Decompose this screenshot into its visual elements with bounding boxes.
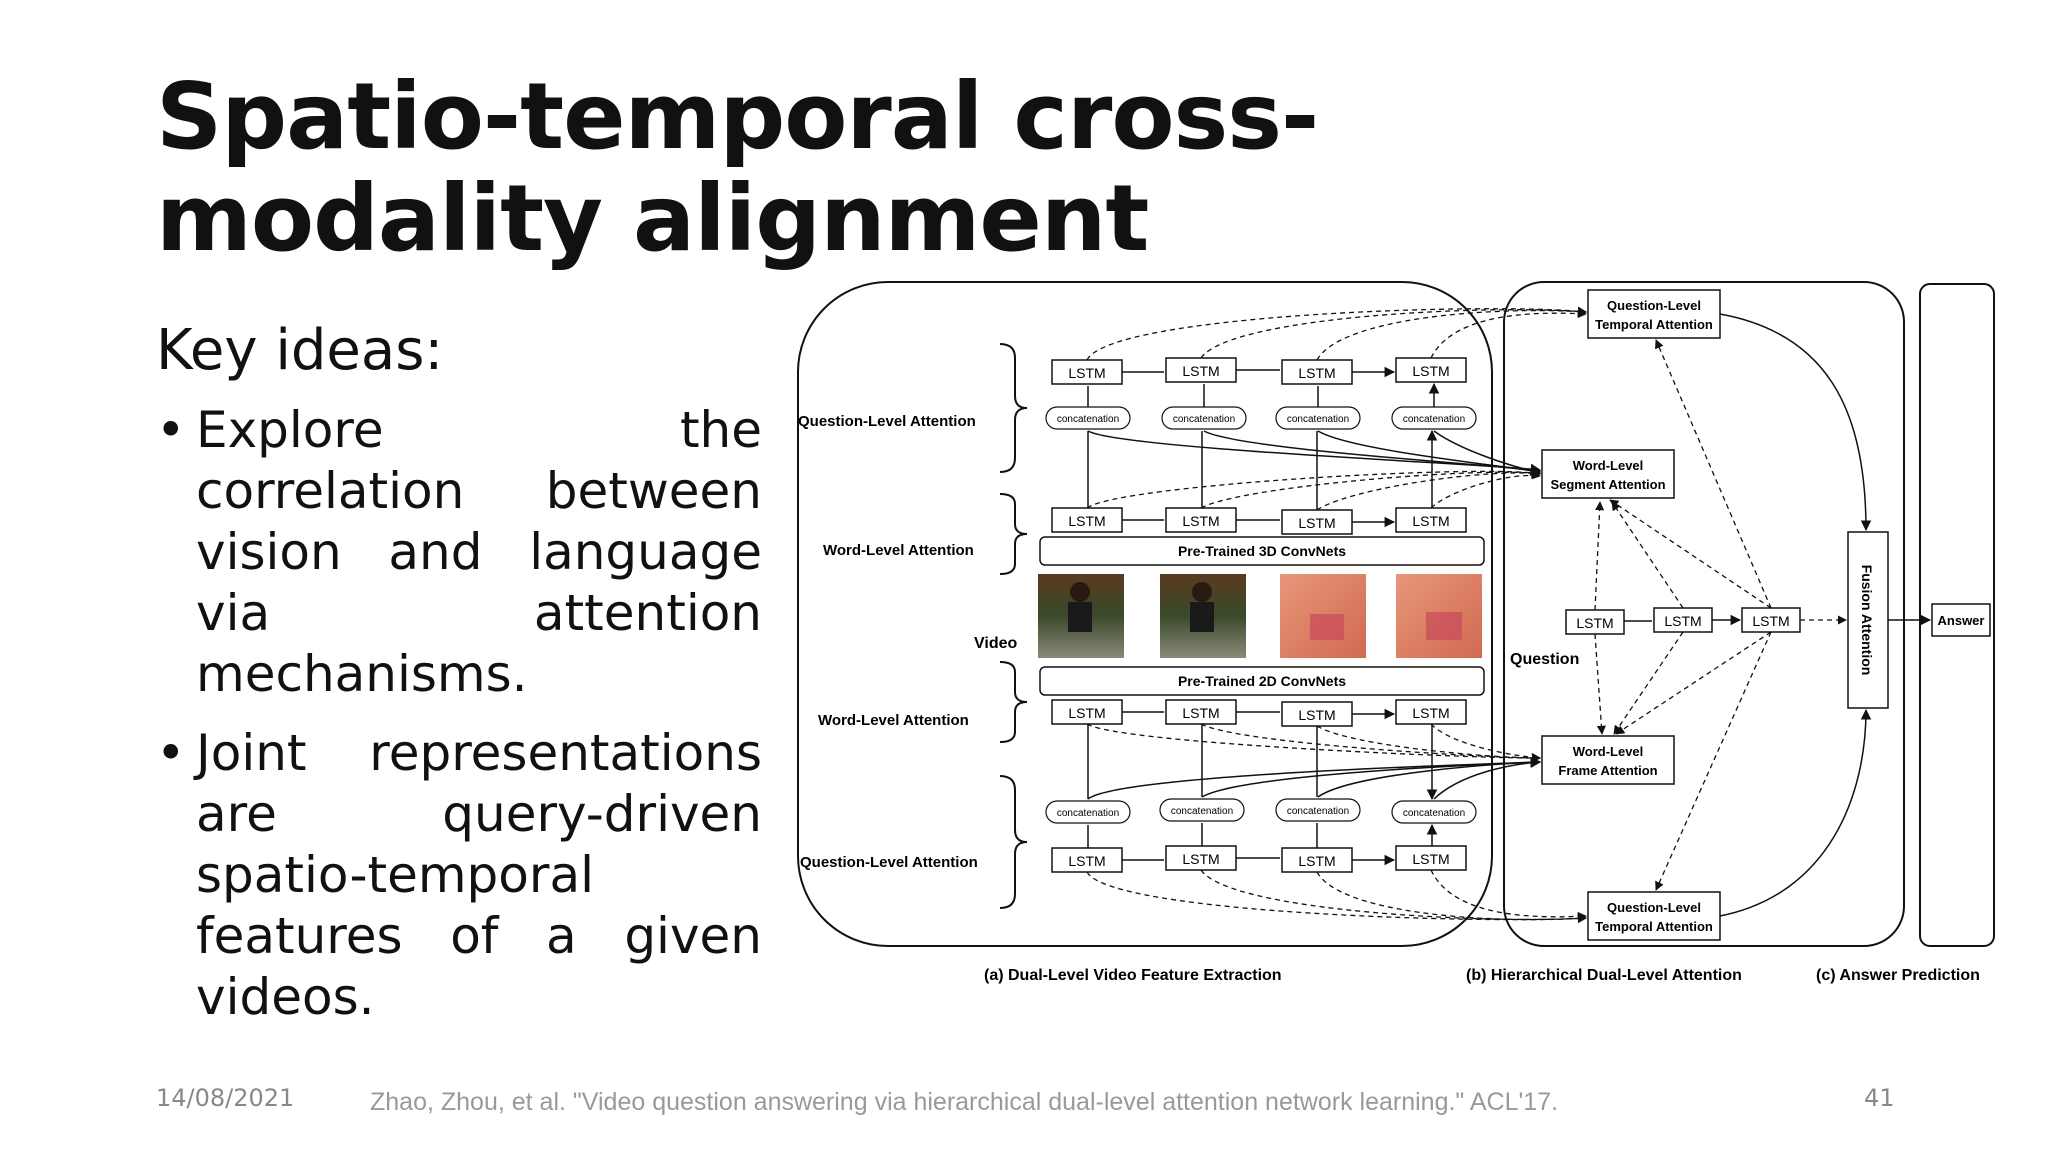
lstm-label: LSTM (1664, 613, 1701, 629)
qlt-top-box: Question-Level Temporal Attention (1587, 289, 1721, 339)
concat-label: concatenation (1173, 414, 1235, 425)
architecture-diagram: Question-Level Attention Word-Level Atte… (797, 281, 1995, 984)
concat-label: concatenation (1287, 806, 1349, 817)
panel-b-frame (1503, 281, 1905, 947)
solid-connections (1087, 313, 1872, 917)
concat-label: concatenation (1057, 808, 1119, 819)
lstm-label: LSTM (1068, 513, 1105, 529)
lstm-label: LSTM (1298, 707, 1335, 723)
lstm-row-w-bottom: LSTM LSTM LSTM LSTM (1051, 699, 1467, 727)
bullet-item: • Explore the correlation between vision… (156, 400, 762, 705)
dashed-connections (1086, 306, 1847, 924)
lstm-label: LSTM (1182, 705, 1219, 721)
concat-label: concatenation (1171, 806, 1233, 817)
label-question-level-attention-bottom: Question-Level Attention (800, 854, 978, 871)
convnet-2d-label: Pre-Trained 2D ConvNets (1178, 673, 1346, 689)
bullet-item: • Joint representations are query-driven… (156, 723, 762, 1028)
bullet-list: • Explore the correlation between vision… (156, 400, 762, 1046)
concat-label: concatenation (1287, 414, 1349, 425)
convnet-3d-box (1039, 536, 1485, 566)
lstm-label: LSTM (1298, 365, 1335, 381)
slide-date: 14/08/2021 (156, 1084, 295, 1112)
slide-title: Spatio-temporal cross-modality alignment (156, 63, 1319, 272)
qlt-top-line1: Question-Level (1607, 298, 1701, 313)
wls-line1: Word-Level (1573, 458, 1644, 473)
slide-citation: Zhao, Zhou, et al. "Video question answe… (370, 1088, 1559, 1116)
fusion-label: Fusion Attention (1859, 565, 1875, 676)
lstm-label: LSTM (1182, 363, 1219, 379)
lstm-label: LSTM (1068, 853, 1105, 869)
lstm-label: LSTM (1298, 853, 1335, 869)
slide-number: 41 (1864, 1084, 1895, 1112)
lstm-row-w-top: LSTM LSTM LSTM LSTM (1051, 431, 1467, 535)
answer-label: Answer (1938, 613, 1985, 628)
bullet-dot-icon: • (156, 401, 186, 459)
qlt-bottom-line1: Question-Level (1607, 900, 1701, 915)
caption-b: (b) Hierarchical Dual-Level Attention (1466, 967, 1742, 984)
lstm-label: LSTM (1068, 705, 1105, 721)
qlt-bottom-box: Question-Level Temporal Attention (1587, 891, 1721, 941)
wls-line2: Segment Attention (1550, 477, 1665, 492)
lstm-label: LSTM (1182, 851, 1219, 867)
lstm-label: LSTM (1576, 615, 1613, 631)
label-question-level-attention-top: Question-Level Attention (798, 413, 976, 430)
concat-label: concatenation (1403, 808, 1465, 819)
lstm-label: LSTM (1068, 365, 1105, 381)
lstm-label: LSTM (1412, 513, 1449, 529)
lstm-label: LSTM (1752, 613, 1789, 629)
lstm-label: LSTM (1298, 515, 1335, 531)
qlt-bottom-line2: Temporal Attention (1595, 919, 1713, 934)
wlf-box: Word-Level Frame Attention (1541, 735, 1675, 785)
concat-row-bottom: concatenation concatenation concatenatio… (1045, 724, 1477, 824)
panel-a-frame (797, 281, 1493, 947)
wlf-line1: Word-Level (1573, 744, 1644, 759)
wlf-line2: Frame Attention (1558, 763, 1657, 778)
wls-box: Word-Level Segment Attention (1541, 449, 1675, 499)
panel-c-frame (1919, 283, 1995, 947)
lstm-label: LSTM (1412, 363, 1449, 379)
question-lstm-row: LSTM LSTM LSTM (1565, 607, 1801, 635)
label-word-level-attention-bottom: Word-Level Attention (818, 712, 969, 729)
fusion-attention-box: Fusion Attention (1847, 531, 1889, 709)
concat-row-top: concatenation concatenation concatenatio… (1045, 384, 1477, 430)
concat-label: concatenation (1057, 414, 1119, 425)
qlt-top-line2: Temporal Attention (1595, 317, 1713, 332)
lstm-label: LSTM (1412, 851, 1449, 867)
convnet-3d-label: Pre-Trained 3D ConvNets (1178, 543, 1346, 559)
braces (999, 343, 1028, 909)
key-ideas-heading: Key ideas: (156, 318, 444, 383)
caption-a: (a) Dual-Level Video Feature Extraction (984, 967, 1282, 984)
bullet-text: Explore the correlation between vision a… (196, 401, 762, 703)
video-frames (1038, 574, 1482, 658)
convnet-2d-box (1039, 666, 1485, 696)
concat-label: concatenation (1403, 414, 1465, 425)
lstm-label: LSTM (1182, 513, 1219, 529)
lstm-row-q-bottom: LSTM LSTM LSTM LSTM (1051, 823, 1467, 873)
answer-box: Answer (1931, 603, 1991, 637)
bullet-text: Joint representations are query-driven s… (196, 724, 762, 1026)
label-word-level-attention-top: Word-Level Attention (823, 542, 974, 559)
caption-c: (c) Answer Prediction (1816, 967, 1980, 984)
bullet-dot-icon: • (156, 724, 186, 782)
lstm-row-q-top: LSTM LSTM LSTM LSTM (1051, 357, 1467, 385)
question-label: Question (1510, 651, 1579, 668)
lstm-label: LSTM (1412, 705, 1449, 721)
label-video: Video (974, 635, 1018, 652)
